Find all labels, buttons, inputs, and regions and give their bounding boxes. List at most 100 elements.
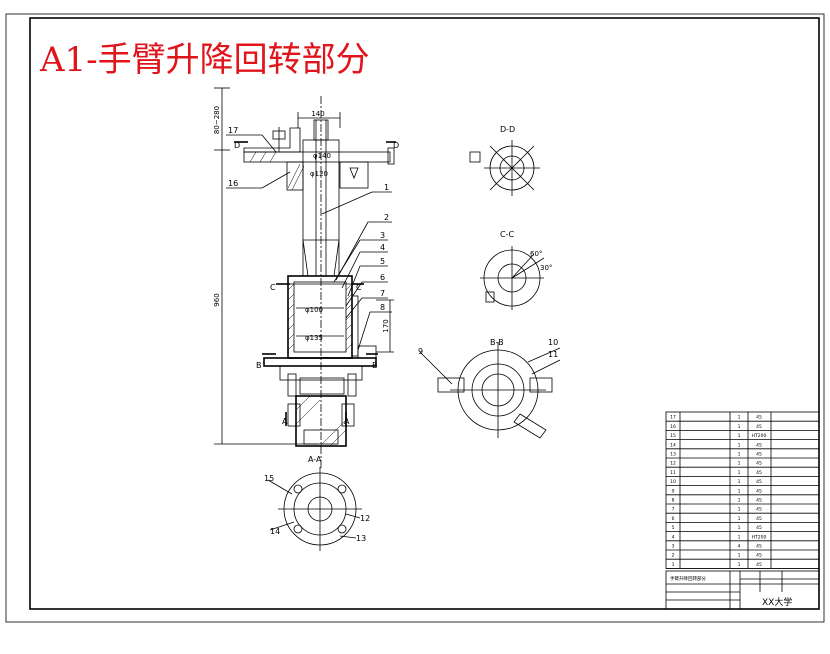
bom-cell: 45 [756, 479, 762, 485]
bom-cell: 17 [670, 415, 676, 421]
bom-cell: 45 [756, 415, 762, 421]
section-cc-title: C-C [500, 230, 514, 239]
bom-cell: 1 [738, 562, 741, 568]
bom-cell: 7 [672, 507, 675, 513]
bom-cell: 12 [670, 461, 676, 467]
bom-cell: 9 [672, 488, 675, 494]
section-dd-view: D-D [469, 125, 540, 196]
bom-cell: 1 [738, 488, 741, 494]
bom-cell: 1 [738, 479, 741, 485]
part-13-label: 13 [356, 534, 366, 543]
bom-cell: 45 [756, 424, 762, 430]
bom-cell: HT200 [752, 534, 767, 540]
stroke-170-dim: 170 [382, 319, 390, 332]
part-16-label: 16 [228, 179, 238, 188]
bom-cell: 13 [670, 452, 676, 458]
bom-cell: 2 [672, 553, 675, 559]
title-block: 手臂升降回转部分 XX大学 [665, 570, 820, 610]
section-mark-a-left: A [282, 417, 288, 426]
section-aa-view: A-A [267, 455, 362, 551]
bom-cell: 1 [738, 470, 741, 476]
part-2-label: 2 [384, 213, 389, 222]
bom-cell: 45 [756, 461, 762, 467]
bom-cell: 1 [738, 553, 741, 559]
part-5-label: 5 [380, 257, 385, 266]
bom-cell: 1 [738, 507, 741, 513]
stroke-range-dim: 80~280 [213, 106, 221, 134]
overall-height-dim: 960 [213, 293, 221, 306]
bom-cell: 45 [756, 525, 762, 531]
drawing-title: A1-手臂升降回转部分 [40, 40, 370, 80]
dia-140-dim: φ140 [313, 152, 331, 160]
bom-cell: 14 [670, 442, 676, 448]
part-9-label: 9 [418, 347, 423, 356]
bom-cell: 11 [670, 470, 676, 476]
width-140-dim: 140 [311, 110, 324, 118]
section-dd-title: D-D [500, 125, 515, 134]
drawing-name: 手臂升降回转部分 [670, 575, 706, 582]
bom-cell: 3 [672, 544, 675, 550]
bom-cell: 1 [738, 461, 741, 467]
part-15-label: 15 [264, 474, 274, 483]
main-elevation-view: 80~280 960 140 φ140 φ120 [213, 87, 399, 470]
bom-cell: 1 [738, 415, 741, 421]
bom-cell: 45 [756, 498, 762, 504]
part-1-label: 1 [384, 183, 389, 192]
section-bb-title: B-B [490, 338, 504, 347]
part-17-label: 17 [228, 126, 238, 135]
dia-135-dim: φ135 [305, 334, 323, 342]
part-8-label: 8 [380, 303, 385, 312]
part-7-label: 7 [380, 289, 385, 298]
bom-cell: 10 [670, 479, 676, 485]
bom-cell: 1 [738, 498, 741, 504]
inner-frame [29, 17, 820, 610]
angle-60-label: 60° [530, 250, 542, 258]
bom-cell: 1 [738, 534, 741, 540]
bom-cell: 45 [756, 488, 762, 494]
section-mark-d-right: D [393, 141, 399, 150]
bom-cell: 45 [756, 470, 762, 476]
part-4-label: 4 [380, 243, 385, 252]
school-name: XX大学 [762, 596, 792, 608]
section-mark-d-left: D [234, 141, 240, 150]
bom-cell: 1 [738, 442, 741, 448]
part-10-label: 10 [548, 338, 558, 347]
section-aa-title: A-A [308, 455, 322, 464]
section-mark-a-right: A [344, 417, 350, 426]
bom-cell: 45 [756, 562, 762, 568]
section-bb-view: B-B [419, 338, 561, 439]
outer-frame [5, 13, 825, 623]
part-3-label: 3 [380, 231, 385, 240]
bom-cell: 8 [672, 498, 675, 504]
part-14-label: 14 [270, 527, 280, 536]
bom-cell: 6 [672, 516, 675, 522]
section-mark-b-left: B [256, 361, 262, 370]
bom-cell: 16 [670, 424, 676, 430]
bom-cell: 45 [756, 516, 762, 522]
part-12-label: 12 [360, 514, 370, 523]
angle-30-label: 30° [540, 264, 552, 272]
section-mark-b-right: B [372, 361, 378, 370]
bom-cell: 1 [738, 452, 741, 458]
bom-cell: 1 [738, 424, 741, 430]
bom-cell: HT200 [752, 433, 767, 439]
bom-cell: 15 [670, 433, 676, 439]
bom-cell: 1 [738, 516, 741, 522]
bom-cell: 5 [672, 525, 675, 531]
bom-cell: 1 [672, 562, 675, 568]
part-11-label: 11 [548, 350, 558, 359]
bom-outline [665, 411, 820, 569]
bom-cell: 45 [756, 553, 762, 559]
bom-cell: 45 [756, 507, 762, 513]
bom-cell: 45 [756, 442, 762, 448]
bom-cell: 4 [738, 544, 741, 550]
section-cc-view: C-C 60° 30° [480, 230, 552, 310]
bom-cell: 45 [756, 544, 762, 550]
section-mark-c-right: C [356, 283, 362, 292]
part-6-label: 6 [380, 273, 385, 282]
bom-cell: 4 [672, 534, 675, 540]
bom-cell: 1 [738, 525, 741, 531]
bom-cell: 1 [738, 433, 741, 439]
